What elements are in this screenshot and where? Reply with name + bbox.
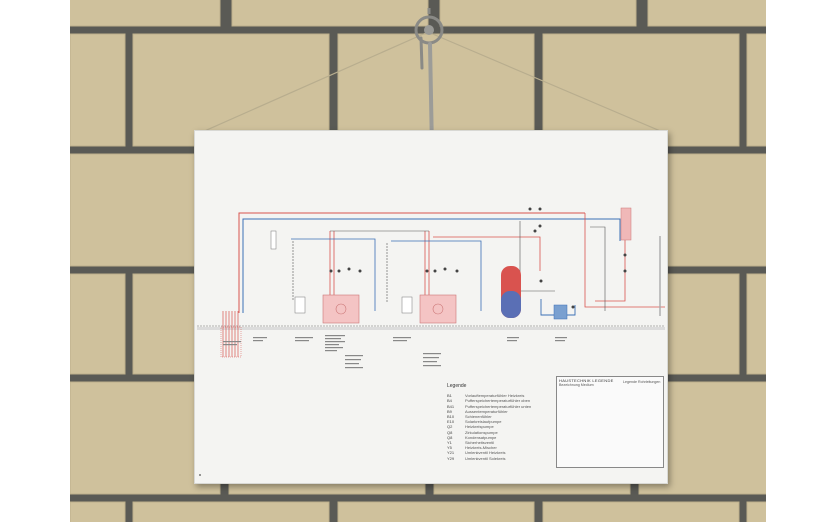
legend-item: Y5 Heizkreis-Mischer [447,445,607,450]
legend-label: Heizkreispumpe [465,424,494,430]
legend-label: Vorlauftemperaturfühler Heizkreis [465,393,525,399]
legend-label: Kondensatpumpe [465,434,497,440]
schematic-board: Legende B1 Vorlauftemperaturfühler Heizk… [194,130,668,484]
legend-item: Q8 Kondensatpumpe [447,435,607,440]
legend-item: Q8 Zirkulationspumpe [447,430,607,435]
legend-label: Schienenfühler [465,414,492,420]
title-block-company: HAUSTECHNIK LEGENDE [559,378,614,383]
legend-item: B9 Aussentemperaturfühler [447,409,607,414]
legend-label: Pufferspeichertemperaturfühler unten [465,403,532,409]
legend-title: Legende [447,383,467,389]
legend-code: E10 [447,419,455,425]
legend-code: B4 [447,398,452,404]
legend-code: B9 [447,408,452,414]
legend-label: Solarkreislaufpumpe [465,419,502,425]
legend-item: B1 Vorlauftemperaturfühler Heizkreis [447,393,607,398]
photo: Legende B1 Vorlauftemperaturfühler Heizk… [70,0,766,522]
legend-label: Heizkreis-Mischer [465,445,497,451]
legend-code: Y21 [447,450,455,456]
legend-code: Q8 [447,434,453,440]
legend-label: Pufferspeichertemperaturfühler oben [465,398,531,404]
legend-item: B4 Pufferspeichertemperaturfühler oben [447,398,607,403]
legend-code: Y5 [447,445,452,451]
legend-code: B41 [447,403,455,409]
schematic-legend: Legende B1 Vorlauftemperaturfühler Heizk… [447,383,607,461]
legend-label: Sicherheitsventil [465,440,495,446]
legend-label: Aussentemperaturfühler [465,408,508,414]
legend-code: Y29 [447,455,455,461]
legend-code: B10 [447,414,455,420]
legend-code: B1 [447,393,452,399]
legend-item: Q2 Heizkreispumpe [447,424,607,429]
legend-item: Y21 Umlenkventil Heizkreis [447,450,607,455]
title-block: HAUSTECHNIK LEGENDE Bezeichnung Medium L… [556,376,664,468]
legend-code: Q8 [447,429,453,435]
legend-item: B41 Pufferspeichertemperaturfühler unten [447,404,607,409]
legend-item: E10 Solarkreislaufpumpe [447,419,607,424]
title-block-legend-title: Legende Rohrleitungen [623,380,661,384]
legend-code: Q2 [447,424,453,430]
title-block-subtitle: Bezeichnung Medium [559,383,594,387]
legend-label: Umlenkventil Solekreis [465,455,506,461]
legend-item: B10 Schienenfühler [447,414,607,419]
legend-item: Y29 Umlenkventil Solekreis [447,456,607,461]
legend-item: Y1 Sicherheitsventil [447,440,607,445]
legend-label: Umlenkventil Heizkreis [465,450,506,456]
legend-code: Y1 [447,440,452,446]
legend-label: Zirkulationspumpe [465,429,498,435]
